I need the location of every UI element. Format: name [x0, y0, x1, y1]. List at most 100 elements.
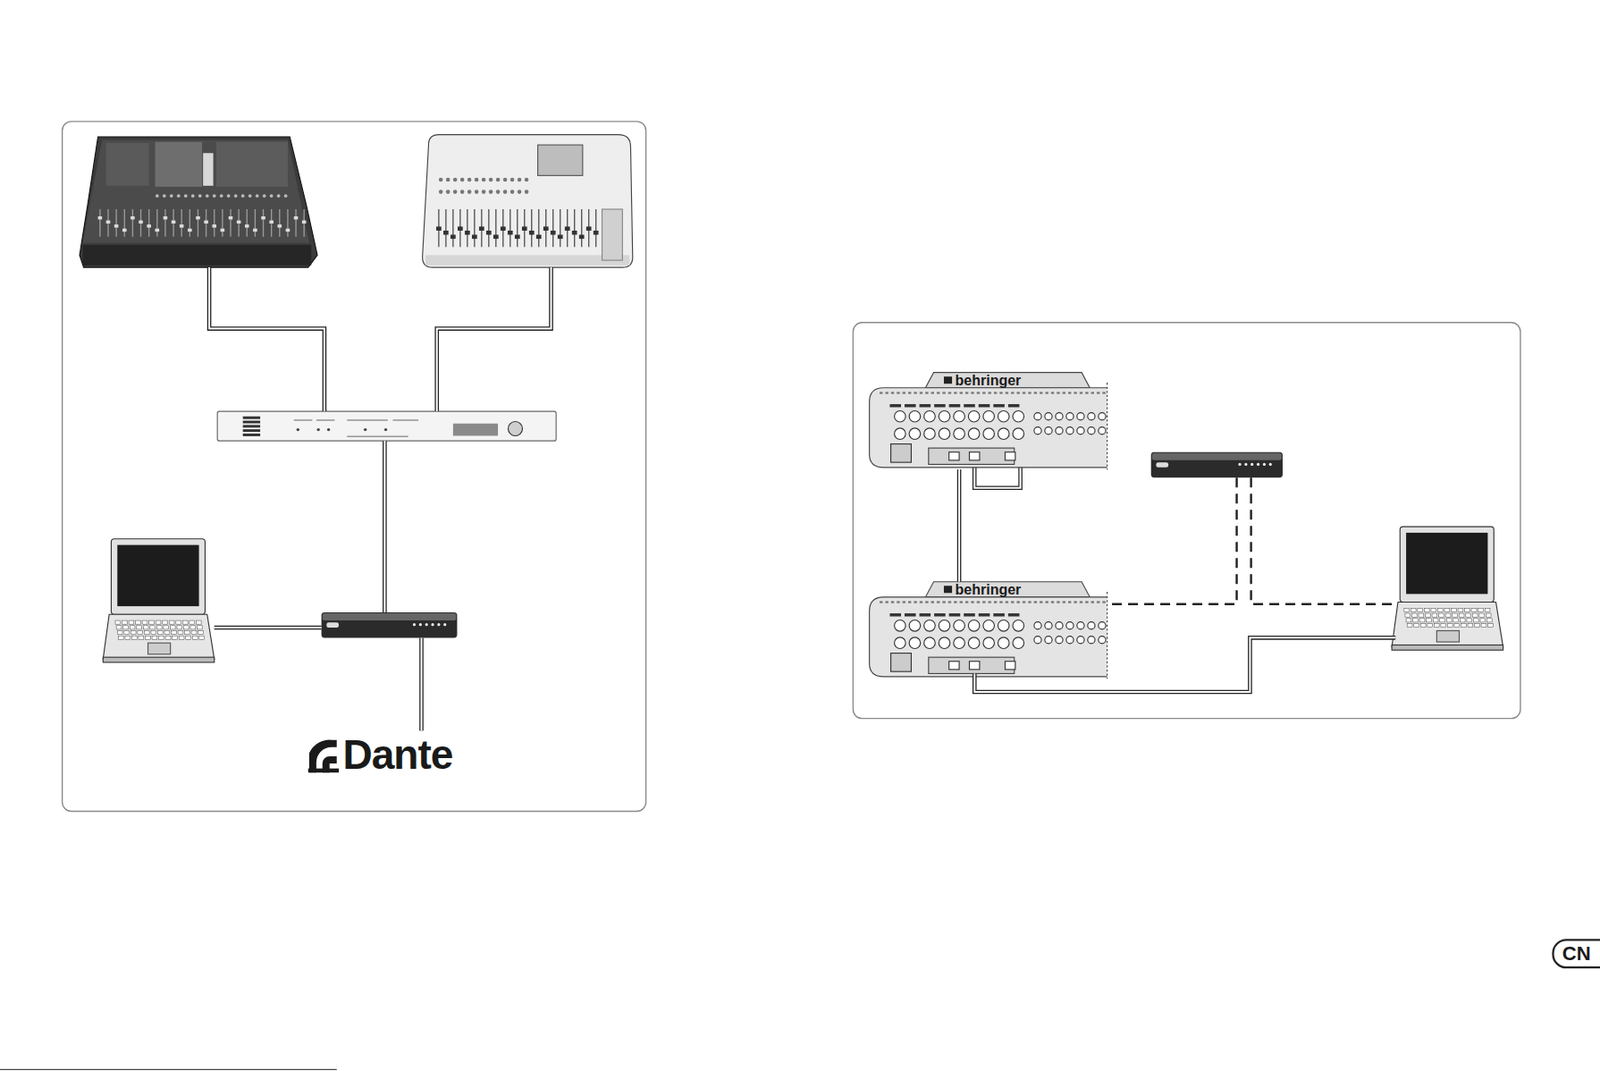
vent-slot — [1091, 600, 1095, 603]
laptop-key — [1472, 613, 1478, 617]
laptop-key — [1433, 623, 1440, 628]
vent-slot — [1096, 391, 1100, 394]
laptop-key — [185, 630, 191, 634]
cable-outline — [214, 625, 322, 631]
laptop-key — [157, 630, 163, 634]
fader-knob — [557, 235, 564, 240]
network-port — [949, 661, 960, 670]
laptop-key — [128, 620, 135, 624]
laptop-key — [1471, 607, 1477, 612]
fader-slot — [278, 209, 280, 237]
fader-knob — [507, 230, 514, 236]
laptop-key — [1459, 618, 1466, 623]
logo-symbol — [309, 740, 337, 774]
footer-rule — [0, 1069, 337, 1070]
panel-print — [934, 404, 946, 407]
vent-slot — [936, 391, 940, 394]
fader-knob — [443, 230, 449, 236]
laptop-key — [124, 630, 130, 634]
jack-socket — [1077, 636, 1085, 644]
knob — [277, 193, 281, 198]
console-panel — [202, 152, 213, 186]
laptop-key — [1425, 613, 1432, 617]
laptop-key — [131, 635, 137, 640]
xlr-socket — [997, 620, 1010, 632]
panel-print — [889, 613, 902, 616]
jack-socket — [1066, 622, 1074, 630]
laptop-key — [1467, 623, 1474, 628]
fader-knob — [586, 226, 592, 231]
laptop-key — [1440, 623, 1447, 628]
xlr-socket — [997, 410, 1010, 422]
vent-slot — [925, 391, 928, 394]
knob — [446, 177, 451, 183]
fader-knob — [114, 224, 119, 228]
panel-print — [904, 404, 917, 407]
vent-slot — [1068, 391, 1071, 394]
knob — [438, 189, 444, 194]
brand-name: behringer — [955, 373, 1022, 388]
laptop-key — [1404, 607, 1410, 612]
fader-slot — [294, 209, 296, 237]
console-panel — [602, 209, 624, 261]
laptop-key — [1419, 618, 1425, 623]
vent-slot — [988, 391, 992, 394]
laptop-key — [178, 635, 185, 640]
cable-outline — [957, 469, 962, 582]
fader-knob — [155, 228, 160, 232]
laptop-base — [102, 614, 214, 659]
xlr-socket — [983, 410, 995, 422]
jack-socket — [1044, 427, 1053, 435]
vent-slot — [993, 600, 997, 603]
laptop-key — [125, 635, 131, 640]
switch-badge — [326, 622, 339, 628]
vent-slot — [908, 391, 911, 394]
cable-core — [383, 440, 386, 613]
fader-slot — [452, 209, 454, 247]
laptop-key — [149, 620, 155, 624]
vent-slot — [1016, 600, 1019, 603]
vent-slot — [942, 600, 945, 603]
fader-slot — [473, 209, 475, 247]
vent-slot — [931, 391, 935, 394]
stagebox-handle — [925, 372, 1090, 388]
vent-slot — [999, 391, 1003, 394]
network-port — [949, 452, 960, 461]
laptop-key — [1432, 618, 1439, 623]
jack-socket — [1098, 636, 1106, 644]
knob — [241, 193, 245, 198]
fader-slot — [509, 209, 511, 247]
switch-top — [322, 613, 457, 621]
xlr-socket — [909, 410, 921, 422]
fader-knob — [457, 226, 464, 231]
status-led — [327, 428, 330, 431]
vent-slot — [976, 391, 980, 394]
laptop-key — [1474, 623, 1481, 628]
vent-slot — [1005, 600, 1009, 603]
laptop-key — [1488, 623, 1494, 628]
xlr-socket — [968, 637, 980, 649]
fader-knob — [122, 228, 127, 232]
laptop-key — [1427, 623, 1433, 628]
laptop-key — [172, 635, 178, 640]
vent-slot — [960, 391, 963, 394]
status-led — [316, 428, 320, 431]
fader-slot — [530, 209, 532, 247]
vent-slot — [1062, 600, 1066, 603]
knob — [453, 177, 458, 183]
power-inlet — [891, 653, 912, 673]
console-panel — [155, 142, 203, 187]
laptop-key — [159, 635, 165, 640]
vent-slot — [919, 600, 923, 603]
laptop-lid — [1399, 526, 1494, 602]
cable-core — [420, 637, 422, 731]
vent-slot — [243, 421, 261, 424]
xlr-socket — [953, 637, 966, 649]
laptop-key — [1445, 613, 1451, 617]
fader-knob — [179, 224, 185, 228]
status-led — [1256, 463, 1260, 466]
network-port — [969, 452, 980, 461]
fader-slot — [99, 209, 101, 237]
